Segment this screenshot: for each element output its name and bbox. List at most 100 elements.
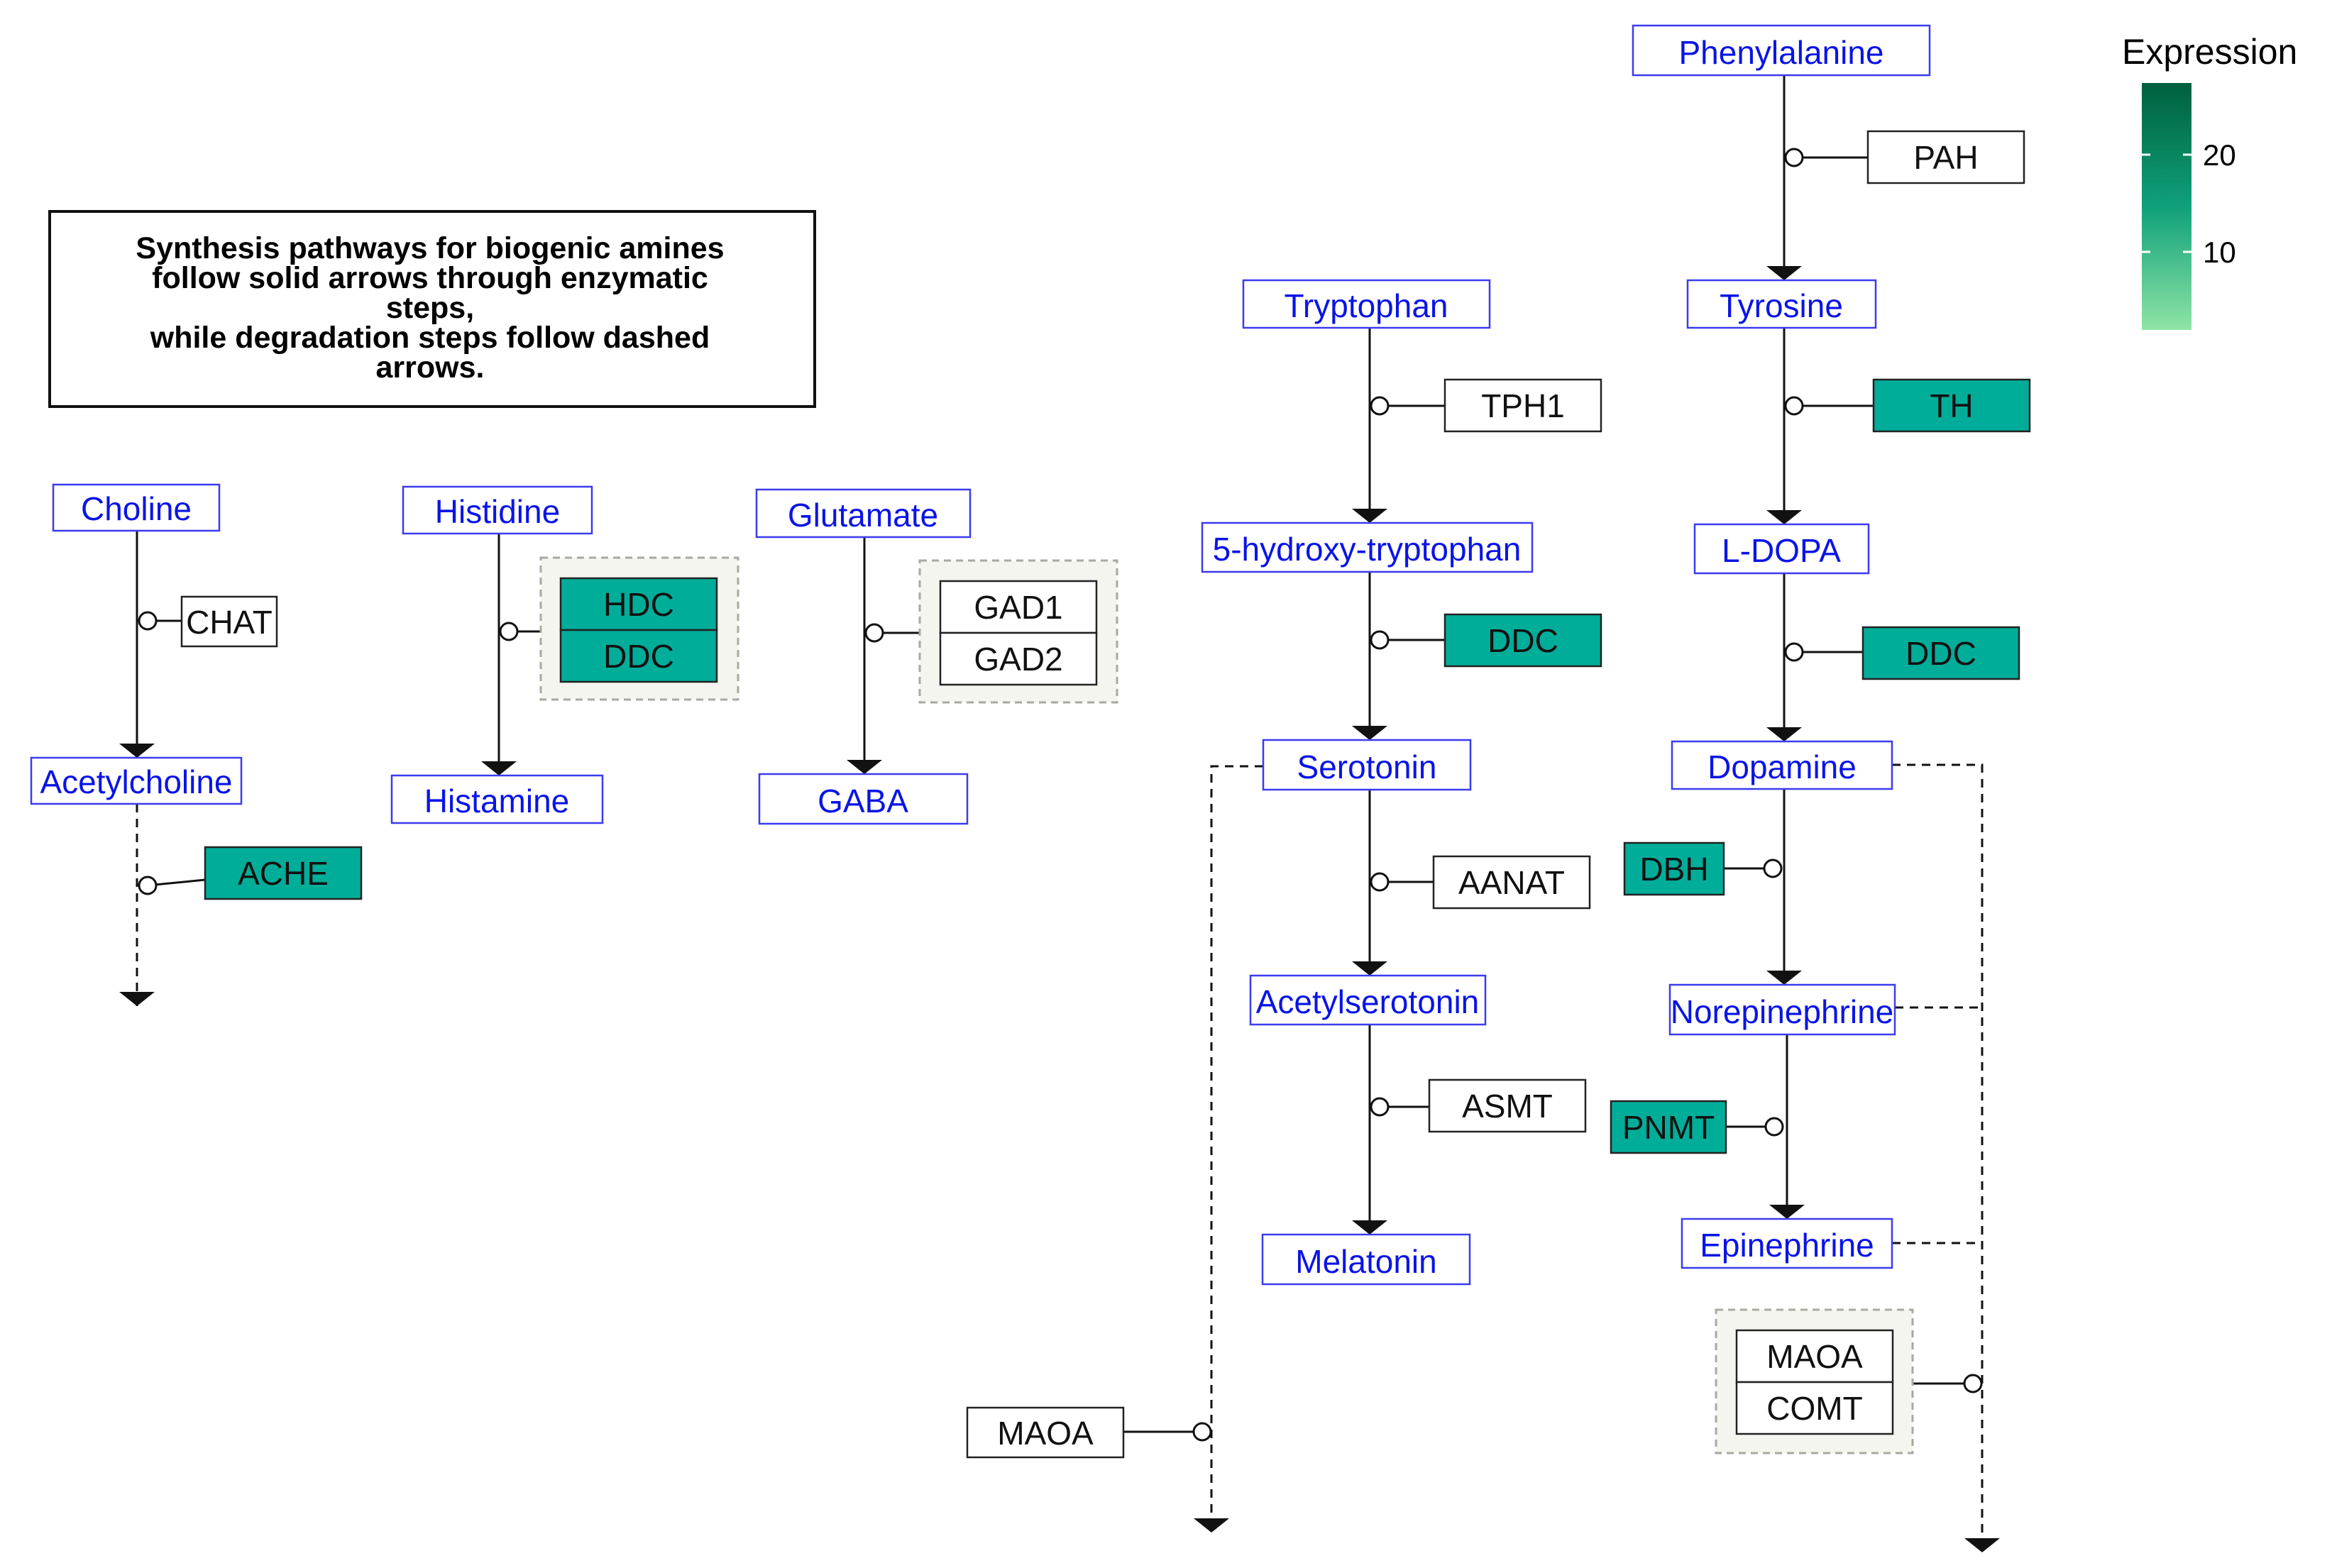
metabolite-tryptophan-box <box>1242 279 1491 329</box>
catalysis-ddc-trp <box>1370 630 1390 650</box>
gene-ddc-histidine-box <box>559 629 718 683</box>
catalysis-th <box>1784 396 1804 416</box>
gene-asmt-label: ASMT <box>1462 1088 1553 1125</box>
gene-asmt-box <box>1428 1078 1587 1133</box>
metabolite-gaba-label: GABA <box>818 783 908 819</box>
metabolite-tryptophan[interactable]: Tryptophan <box>1242 279 1491 329</box>
gene-ache[interactable]: ACHE <box>204 846 363 900</box>
metabolite-5-hydroxytryptophan[interactable]: 5-hydroxy-tryptophan <box>1201 521 1534 573</box>
metabolite-epinephrine-label: Epinephrine <box>1700 1227 1874 1264</box>
metabolite-glutamate[interactable]: Glutamate <box>755 488 972 539</box>
metabolite-tyrosine[interactable]: Tyrosine <box>1686 279 1877 329</box>
gene-ddc-tryptophan[interactable]: DDC <box>1443 613 1602 668</box>
metabolite-phenylalanine[interactable]: Phenylalanine <box>1632 24 1931 77</box>
metabolite-choline-box <box>52 483 221 532</box>
metabolite-histamine[interactable]: Histamine <box>390 774 604 824</box>
gene-gad2[interactable]: GAD2 <box>939 631 1098 686</box>
metabolite-epinephrine[interactable]: Epinephrine <box>1681 1218 1893 1269</box>
catalysis-gad-group <box>864 623 884 643</box>
metabolite-norepinephrine-label: Norepinephrine <box>1671 993 1894 1030</box>
metabolite-serotonin-box <box>1262 739 1472 791</box>
gene-gad1[interactable]: GAD1 <box>939 580 1098 634</box>
edge-catecholamine-degradation <box>1892 763 2000 1552</box>
legend-tick-10: 10 <box>2203 236 2236 269</box>
gene-tph1[interactable]: TPH1 <box>1443 378 1602 433</box>
gene-aanat[interactable]: AANAT <box>1432 855 1591 910</box>
metabolite-gaba[interactable]: GABA <box>758 773 969 825</box>
metabolite-serotonin-label: Serotonin <box>1297 749 1437 785</box>
gene-pnmt-label: PNMT <box>1622 1109 1715 1146</box>
gene-maoa-catecholamine[interactable]: MAOA <box>1735 1329 1894 1384</box>
edge-serotonin-degradation <box>1194 765 1263 1533</box>
gene-tph1-box <box>1443 378 1602 433</box>
metabolite-5-hydroxytryptophan-box <box>1201 521 1534 573</box>
metabolite-serotonin[interactable]: Serotonin <box>1262 739 1472 791</box>
catalysis-ddc-tyr <box>1784 642 1804 662</box>
metabolite-histamine-label: Histamine <box>424 783 570 819</box>
legend-tick-20: 20 <box>2203 138 2236 172</box>
catalysis-aanat <box>1370 872 1390 892</box>
metabolite-dopamine[interactable]: Dopamine <box>1671 740 1893 790</box>
gene-pnmt[interactable]: PNMT <box>1610 1100 1727 1154</box>
gene-pah-box <box>1866 130 2025 184</box>
gene-maoa-serotonin-label: MAOA <box>997 1415 1094 1452</box>
gene-tph1-label: TPH1 <box>1481 387 1565 424</box>
metabolite-melatonin[interactable]: Melatonin <box>1261 1233 1471 1286</box>
gene-maoa-catecholamine-box <box>1735 1329 1894 1384</box>
gene-hdc[interactable]: HDC <box>559 577 718 631</box>
note-panel: Synthesis pathways for biogenic amines f… <box>48 210 816 408</box>
metabolite-histidine-box <box>402 485 593 535</box>
gene-ache-label: ACHE <box>238 855 329 892</box>
catalysis-asmt <box>1370 1097 1390 1117</box>
gene-asmt[interactable]: ASMT <box>1428 1078 1587 1133</box>
metabolite-l-dopa[interactable]: L-DOPA <box>1693 523 1870 575</box>
legend: Expression 20 10 <box>2122 32 2297 330</box>
gene-hdc-box <box>559 577 718 631</box>
genes: CHAT ACHE HDC DDC GAD1 GAD2 TPH1 DDC <box>180 130 2031 1459</box>
metabolite-histamine-box <box>390 774 604 824</box>
note-line-4: while degradation steps follow dashed <box>150 321 710 355</box>
gene-ddc-tyrosine-box <box>1861 626 2020 680</box>
metabolite-glutamate-label: Glutamate <box>788 497 938 534</box>
gene-ddc-tyrosine[interactable]: DDC <box>1861 626 2020 680</box>
gene-ddc-histidine-label: DDC <box>603 638 674 675</box>
metabolite-tyrosine-box <box>1686 279 1877 329</box>
gene-pah[interactable]: PAH <box>1866 130 2025 184</box>
metabolite-norepinephrine-box <box>1668 983 1896 1036</box>
note-line-1: Synthesis pathways for biogenic amines <box>136 231 724 265</box>
gene-ddc-tryptophan-label: DDC <box>1487 622 1558 659</box>
metabolite-melatonin-box <box>1261 1233 1471 1286</box>
metabolite-dopamine-label: Dopamine <box>1707 749 1857 785</box>
catalysis-hdc-group <box>499 622 519 641</box>
note-line-5: arrows. <box>376 350 485 385</box>
gene-maoa-serotonin[interactable]: MAOA <box>966 1406 1125 1459</box>
metabolite-gaba-box <box>758 773 969 825</box>
gene-dbh-label: DBH <box>1639 851 1708 888</box>
gene-dbh[interactable]: DBH <box>1623 841 1725 896</box>
metabolite-glutamate-box <box>755 488 972 539</box>
catalysis-ache <box>138 876 158 895</box>
metabolite-norepinephrine[interactable]: Norepinephrine <box>1668 983 1896 1036</box>
metabolite-acetylserotonin[interactable]: Acetylserotonin <box>1249 974 1487 1026</box>
catalysis-links <box>138 148 1983 1442</box>
metabolite-5-hydroxytryptophan-label: 5-hydroxy-tryptophan <box>1213 531 1522 568</box>
gene-th[interactable]: TH <box>1872 378 2031 433</box>
metabolite-choline[interactable]: Choline <box>52 483 221 532</box>
gene-hdc-label: HDC <box>603 586 674 623</box>
metabolite-acetylcholine[interactable]: Acetylcholine <box>30 756 243 805</box>
metabolite-melatonin-label: Melatonin <box>1295 1243 1436 1280</box>
gene-comt[interactable]: COMT <box>1735 1381 1894 1435</box>
gene-ddc-tryptophan-box <box>1443 613 1602 668</box>
catalysis-pnmt <box>1764 1117 1784 1137</box>
note-box <box>48 210 816 408</box>
metabolite-l-dopa-label: L-DOPA <box>1722 532 1841 569</box>
gene-ddc-histidine[interactable]: DDC <box>559 629 718 683</box>
gene-chat[interactable]: CHAT <box>180 595 278 648</box>
metabolite-histidine[interactable]: Histidine <box>402 485 593 535</box>
gene-gad1-box <box>939 580 1098 634</box>
metabolite-tryptophan-label: Tryptophan <box>1285 287 1448 324</box>
metabolite-acetylcholine-box <box>30 756 243 805</box>
metabolite-l-dopa-box <box>1693 523 1870 575</box>
gene-aanat-box <box>1432 855 1591 910</box>
gene-comt-label: COMT <box>1766 1390 1862 1427</box>
